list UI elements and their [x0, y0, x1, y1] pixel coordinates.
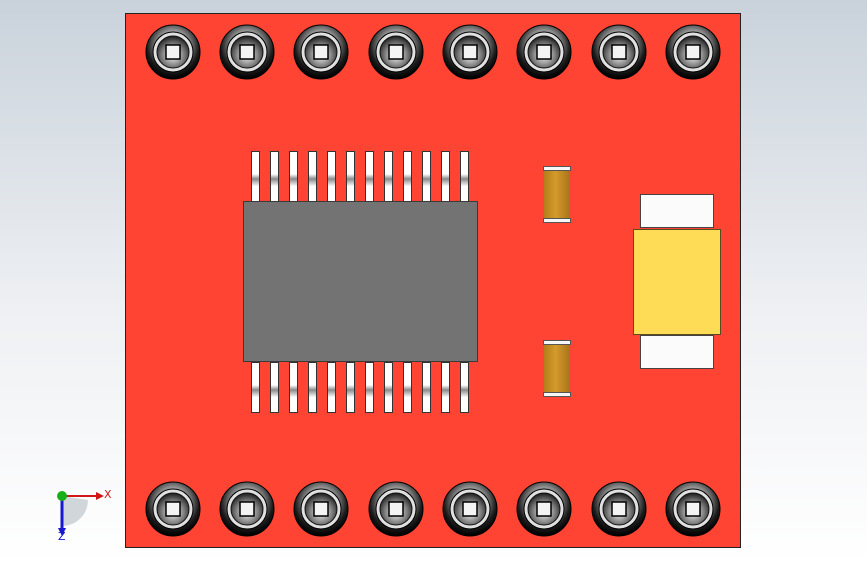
capacitor-body	[544, 345, 570, 392]
ic-pin-bottom[interactable]	[346, 362, 355, 413]
ic-pin-bottom[interactable]	[460, 362, 469, 413]
ic-pin-bottom[interactable]	[270, 362, 279, 413]
pad-top-1[interactable]	[145, 24, 201, 80]
pad-bottom-5[interactable]	[442, 481, 498, 537]
pad-bottom-1[interactable]	[145, 481, 201, 537]
led-terminal-bottom	[640, 335, 714, 369]
ic-chip-body[interactable]	[243, 201, 478, 362]
ic-pin-top[interactable]	[327, 151, 336, 202]
capacitor-terminal	[543, 340, 571, 345]
x-axis-arrowhead	[96, 492, 104, 500]
pad-top-2[interactable]	[219, 24, 275, 80]
capacitor-body	[544, 171, 570, 218]
ic-pin-top[interactable]	[251, 151, 260, 202]
pad-bottom-4[interactable]	[368, 481, 424, 537]
ic-pin-bottom[interactable]	[251, 362, 260, 413]
ic-pin-bottom[interactable]	[365, 362, 374, 413]
capacitor-bottom[interactable]	[543, 340, 571, 397]
pad-top-4[interactable]	[368, 24, 424, 80]
pad-top-7[interactable]	[591, 24, 647, 80]
ic-pin-bottom[interactable]	[422, 362, 431, 413]
capacitor-terminal	[543, 166, 571, 171]
ic-pin-top[interactable]	[384, 151, 393, 202]
led-lens	[633, 229, 721, 335]
pad-top-3[interactable]	[293, 24, 349, 80]
pad-bottom-7[interactable]	[591, 481, 647, 537]
axis-triad	[48, 482, 118, 542]
triad-plane-shade	[62, 496, 88, 526]
ic-pin-top[interactable]	[403, 151, 412, 202]
ic-pin-top[interactable]	[365, 151, 374, 202]
capacitor-terminal	[543, 218, 571, 223]
capacitor-top[interactable]	[543, 166, 571, 223]
pad-bottom-2[interactable]	[219, 481, 275, 537]
ic-pin-top[interactable]	[270, 151, 279, 202]
pad-bottom-6[interactable]	[516, 481, 572, 537]
x-axis-label: X	[104, 488, 112, 501]
ic-pin-bottom[interactable]	[289, 362, 298, 413]
ic-pin-top[interactable]	[289, 151, 298, 202]
pad-top-5[interactable]	[442, 24, 498, 80]
pad-top-8[interactable]	[665, 24, 721, 80]
capacitor-terminal	[543, 392, 571, 397]
ic-pin-top[interactable]	[308, 151, 317, 202]
z-axis-label: Z	[58, 530, 66, 543]
pad-top-6[interactable]	[516, 24, 572, 80]
ic-pin-bottom[interactable]	[308, 362, 317, 413]
ic-pin-bottom[interactable]	[441, 362, 450, 413]
pad-bottom-8[interactable]	[665, 481, 721, 537]
led-terminal-top	[640, 194, 714, 228]
ic-pin-top[interactable]	[441, 151, 450, 202]
led-component[interactable]	[633, 194, 721, 370]
pcb-board[interactable]	[125, 13, 741, 548]
ic-pin-bottom[interactable]	[384, 362, 393, 413]
ic-pin-bottom[interactable]	[327, 362, 336, 413]
ic-pin-top[interactable]	[346, 151, 355, 202]
ic-pin-bottom[interactable]	[403, 362, 412, 413]
ic-pin-top[interactable]	[460, 151, 469, 202]
y-axis-indicator	[57, 491, 67, 501]
z-axis-arrowhead	[58, 528, 66, 536]
ic-pin-top[interactable]	[422, 151, 431, 202]
pad-bottom-3[interactable]	[293, 481, 349, 537]
